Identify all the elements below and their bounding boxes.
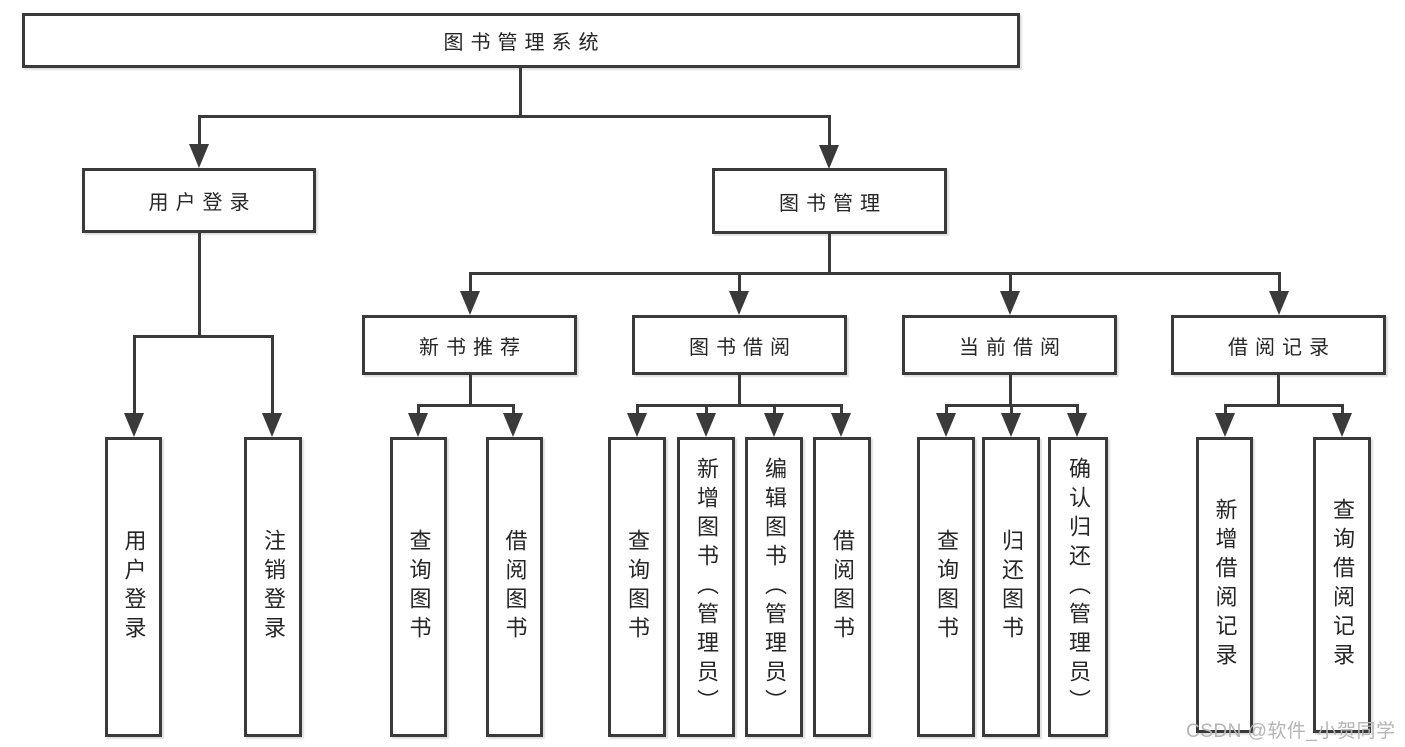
connector-arrow	[936, 413, 956, 437]
leaf-borrow-books-borrowing: 借阅图书	[813, 437, 871, 737]
leaf-add-borrow-record: 新增借阅记录	[1196, 437, 1253, 733]
connector-line	[636, 404, 843, 407]
connector-line	[828, 234, 831, 275]
connector-arrow	[1269, 291, 1289, 315]
connector-line	[469, 272, 1281, 275]
node-book-borrowing: 图书借阅	[632, 315, 847, 375]
connector-line	[1076, 404, 1079, 415]
connector-arrow	[627, 413, 647, 437]
node-borrowing-records: 借阅记录	[1171, 315, 1386, 375]
csdn-watermark: CSDN @软件_小贺同学	[1186, 721, 1396, 742]
connector-line	[133, 335, 274, 338]
leaf-confirm-return-admin-label: 确认归还（管理员）	[1066, 456, 1091, 718]
connector-arrow	[408, 413, 428, 437]
connector-line	[271, 335, 274, 415]
leaf-edit-book-admin-label: 编辑图书（管理员）	[762, 456, 787, 718]
connector-line	[1009, 272, 1012, 293]
connector-line	[519, 66, 522, 118]
leaf-add-borrow-record-label: 新增借阅记录	[1212, 498, 1238, 672]
connector-arrow	[1332, 413, 1352, 437]
leaf-query-books-borrowing: 查询图书	[608, 437, 666, 737]
node-book-management-label: 图书管理	[779, 192, 887, 215]
connector-line	[773, 404, 776, 415]
node-root: 图书管理系统	[22, 13, 1020, 68]
node-user-login-label: 用户登录	[148, 192, 257, 214]
leaf-query-books-current: 查询图书	[917, 437, 975, 737]
leaf-borrow-books-recommend-label: 借阅图书	[502, 529, 528, 645]
leaf-query-books-recommend: 查询图书	[390, 437, 447, 737]
leaf-confirm-return-admin: 确认归还（管理员）	[1048, 437, 1108, 737]
connector-arrow	[1067, 413, 1087, 437]
leaf-return-books: 归还图书	[982, 437, 1040, 737]
connector-arrow	[764, 413, 784, 437]
node-book-management: 图书管理	[712, 168, 947, 234]
connector-arrow	[1215, 413, 1235, 437]
connector-line	[1010, 404, 1013, 415]
leaf-query-books-recommend-label: 查询图书	[406, 529, 432, 645]
leaf-borrow-books-recommend: 借阅图书	[486, 437, 543, 737]
connector-line	[1224, 404, 1344, 407]
leaf-logout-label: 注销登录	[261, 529, 286, 645]
connector-arrow	[831, 413, 851, 437]
connector-line	[738, 375, 741, 407]
node-current-borrowing-label: 当前借阅	[959, 336, 1067, 359]
leaf-user-login-label: 用户登录	[121, 529, 147, 645]
connector-line	[469, 375, 472, 407]
connector-line	[1341, 404, 1344, 415]
connector-arrow	[819, 145, 839, 169]
connector-line	[417, 404, 420, 415]
leaf-add-book-admin-label: 新增图书（管理员）	[694, 456, 719, 718]
connector-arrow	[1000, 291, 1020, 315]
connector-line	[840, 404, 843, 415]
node-current-borrowing: 当前借阅	[902, 315, 1117, 375]
connector-line	[636, 404, 639, 415]
node-root-label: 图书管理系统	[443, 32, 606, 54]
connector-line	[198, 115, 201, 147]
connector-arrow	[262, 413, 282, 437]
leaf-edit-book-admin: 编辑图书（管理员）	[745, 437, 803, 737]
connector-line	[198, 115, 831, 118]
node-new-book-recommend: 新书推荐	[362, 315, 577, 375]
connector-line	[198, 233, 201, 338]
connector-arrow	[729, 291, 749, 315]
node-book-borrowing-label: 图书借阅	[689, 336, 797, 359]
connector-arrow	[1001, 413, 1021, 437]
connector-arrow	[503, 413, 523, 437]
connector-line	[1009, 375, 1012, 407]
node-new-book-recommend-label: 新书推荐	[419, 336, 527, 359]
leaf-query-borrow-record-label: 查询借阅记录	[1330, 498, 1355, 672]
leaf-query-books-current-label: 查询图书	[934, 529, 959, 645]
connector-arrow	[189, 144, 209, 168]
connector-line	[133, 335, 136, 415]
node-user-login: 用户登录	[82, 168, 316, 233]
node-borrowing-records-label: 借阅记录	[1228, 336, 1336, 359]
leaf-logout: 注销登录	[244, 437, 302, 737]
leaf-query-books-borrowing-label: 查询图书	[625, 529, 650, 645]
connector-line	[1277, 375, 1280, 407]
leaf-borrow-books-borrowing-label: 借阅图书	[830, 529, 855, 645]
connector-line	[945, 404, 948, 415]
connector-line	[738, 272, 741, 293]
connector-line	[512, 404, 515, 415]
leaf-user-login: 用户登录	[105, 437, 162, 737]
connector-line	[469, 272, 472, 293]
leaf-query-borrow-record: 查询借阅记录	[1313, 437, 1371, 733]
leaf-add-book-admin: 新增图书（管理员）	[677, 437, 735, 737]
connector-line	[828, 115, 831, 147]
connector-line	[1224, 404, 1227, 415]
connector-arrow	[124, 413, 144, 437]
connector-line	[705, 404, 708, 415]
connector-arrow	[696, 413, 716, 437]
leaf-return-books-label: 归还图书	[999, 529, 1024, 645]
connector-line	[1278, 272, 1281, 293]
connector-line	[417, 404, 515, 407]
connector-arrow	[460, 291, 480, 315]
